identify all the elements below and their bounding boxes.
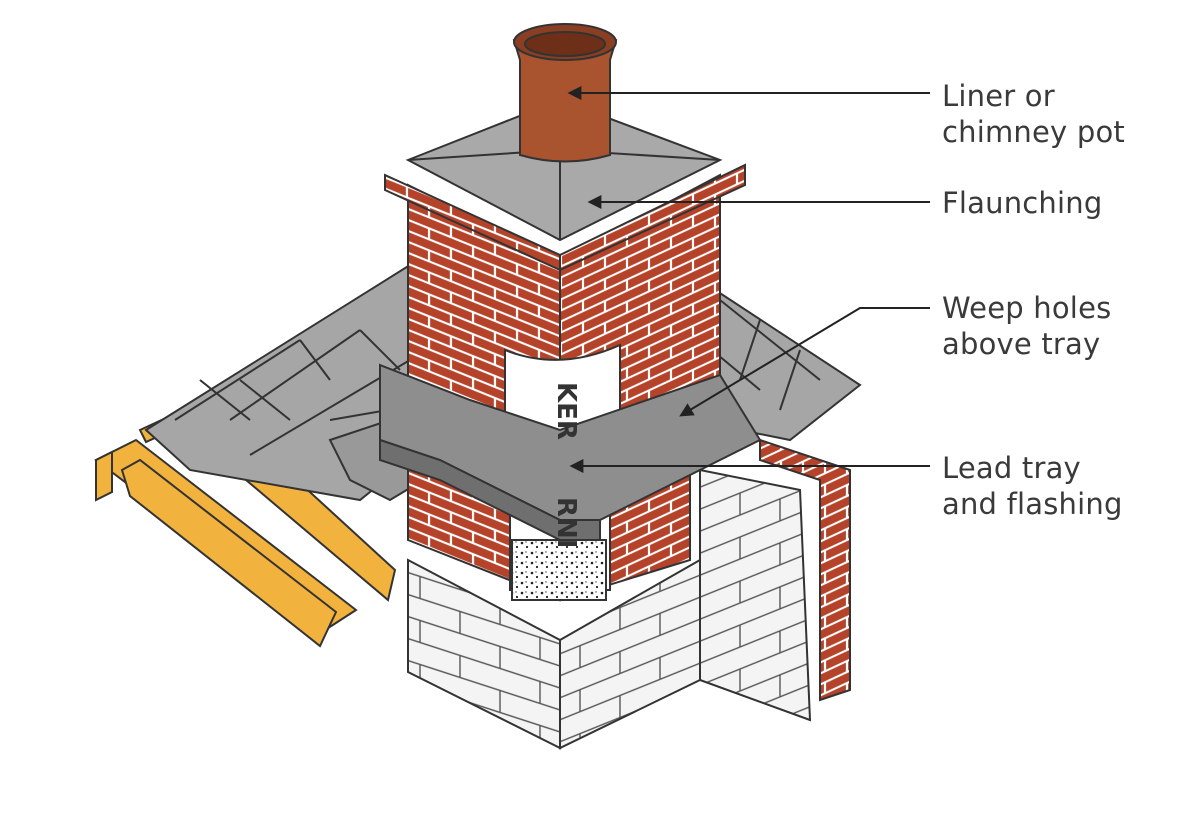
label-lead-tray-line1: Lead tray bbox=[942, 451, 1081, 485]
chimney-pot bbox=[512, 23, 618, 163]
side-brick-wall bbox=[759, 438, 851, 702]
label-flaunching-line1: Flaunching bbox=[942, 186, 1103, 220]
label-weep-holes-line1: Weep holes bbox=[942, 291, 1112, 325]
label-liner-line2: chimney pot bbox=[942, 115, 1125, 149]
flaunching bbox=[405, 98, 723, 242]
label-weep-holes: Weep holes above tray bbox=[942, 290, 1111, 362]
label-lead-tray: Lead tray and flashing bbox=[942, 450, 1123, 522]
block-wall bbox=[407, 468, 812, 750]
label-liner: Liner or chimney pot bbox=[942, 78, 1125, 150]
weep-holes-leader bbox=[679, 307, 930, 417]
leader-lines bbox=[567, 86, 930, 473]
chimney-stack-upper bbox=[384, 163, 746, 451]
label-weep-holes-line2: above tray bbox=[942, 327, 1101, 361]
label-flaunching: Flaunching bbox=[942, 185, 1102, 221]
lead-tray bbox=[379, 363, 762, 541]
label-liner-line1: Liner or bbox=[942, 79, 1055, 113]
label-lead-tray-line2: and flashing bbox=[942, 487, 1123, 521]
liner-print-upper: KER bbox=[551, 382, 581, 440]
liner-print-lower: RNI bbox=[551, 497, 581, 548]
